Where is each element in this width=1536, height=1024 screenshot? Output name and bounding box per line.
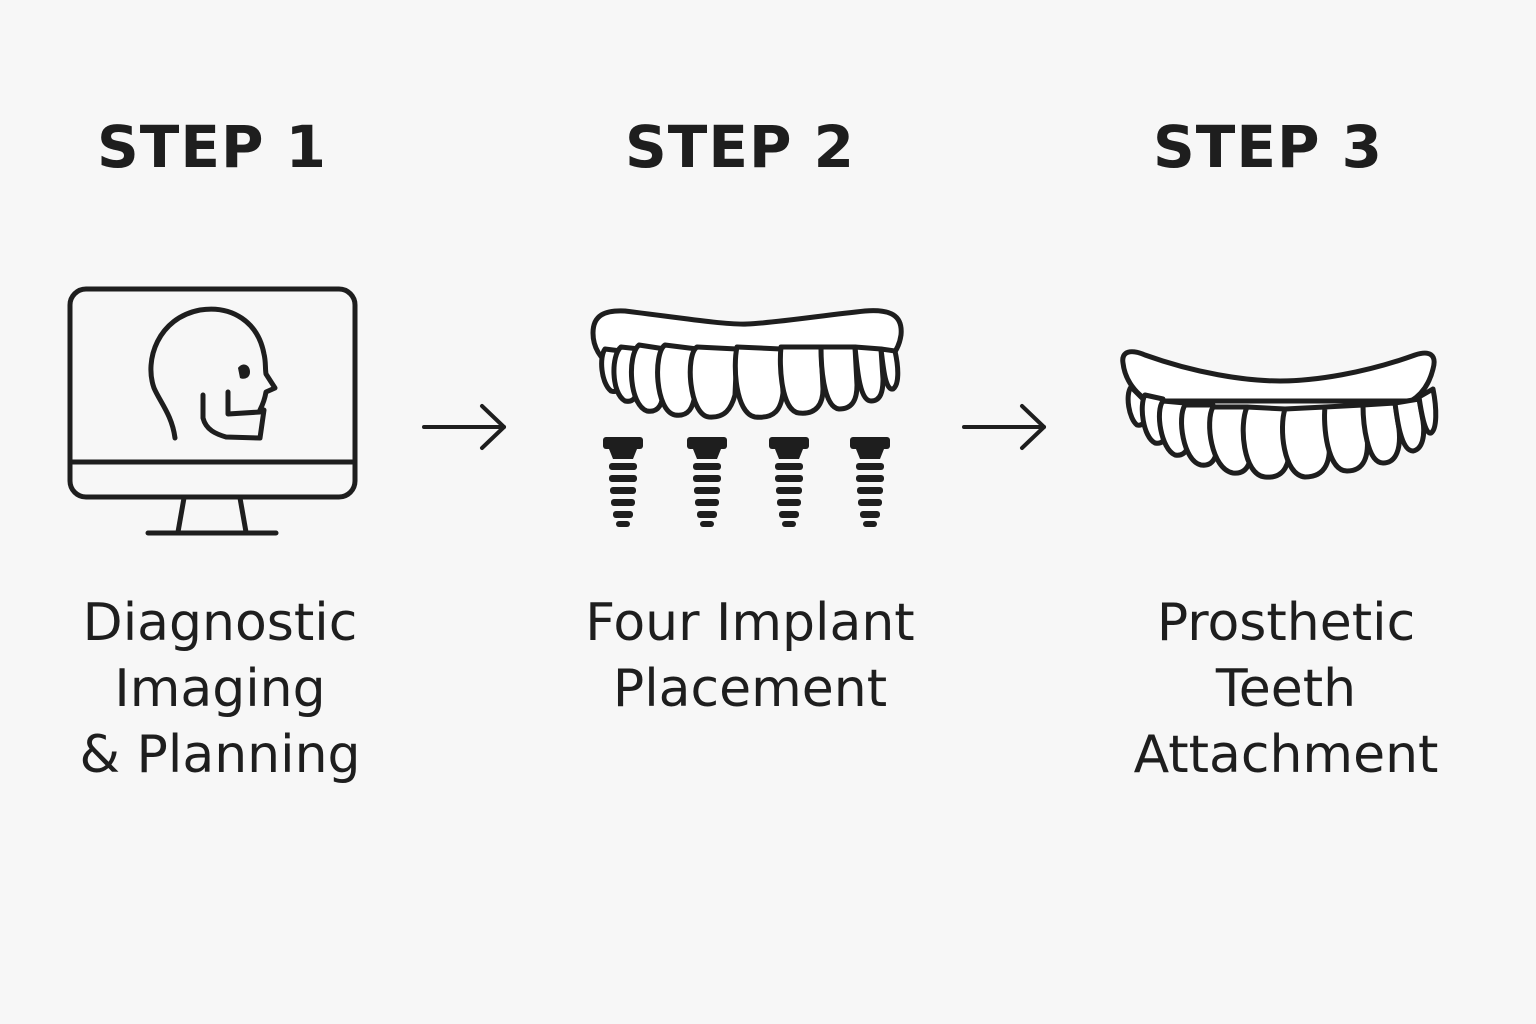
- step-1-description-line: Imaging: [114, 659, 326, 719]
- step-2-description: Four Implant Placement: [550, 590, 950, 722]
- step-3-description-line: Prosthetic: [1156, 593, 1416, 653]
- arrow-right-icon: [962, 404, 1046, 450]
- prosthetic-teeth-arch-icon: [1120, 349, 1439, 480]
- step-3-description: Prosthetic Teeth Attachment: [1086, 590, 1486, 788]
- step-2-title: STEP 2: [624, 113, 855, 181]
- step-3-title: STEP 3: [1152, 113, 1383, 181]
- step-2-description-line: Placement: [612, 659, 888, 719]
- arrow-right-icon: [422, 404, 506, 450]
- step-1-description: Diagnostic Imaging & Planning: [20, 590, 420, 788]
- dentures-with-four-implants-icon: [590, 308, 904, 527]
- step-1-title: STEP 1: [96, 113, 327, 181]
- computer-monitor-head-xray-icon: [67, 286, 358, 536]
- step-2-description-line: Four Implant: [585, 593, 915, 653]
- step-3-description-line: Teeth: [1215, 659, 1357, 719]
- step-1-description-line: & Planning: [79, 725, 361, 785]
- step-3-description-line: Attachment: [1133, 725, 1439, 785]
- step-1-description-line: Diagnostic: [82, 593, 358, 653]
